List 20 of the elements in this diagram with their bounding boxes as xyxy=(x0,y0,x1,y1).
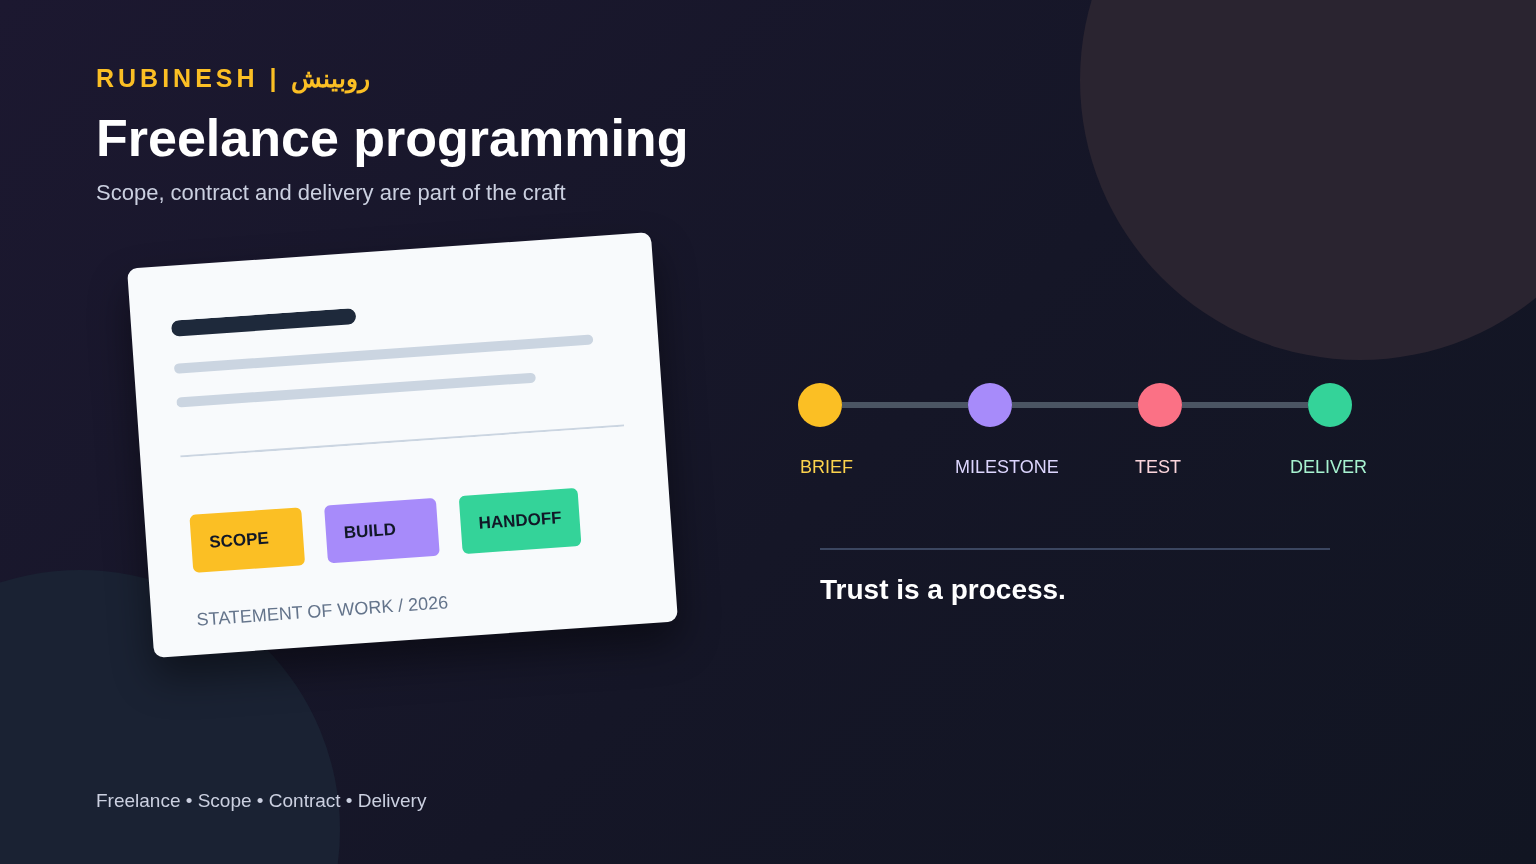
stage-label: DELIVER xyxy=(1290,457,1368,478)
stage-label: MILESTONE xyxy=(955,457,1059,478)
milestone-dot xyxy=(1308,383,1352,427)
author-name: RUBINESH | روبينش xyxy=(96,64,371,93)
phase-tag: SCOPE xyxy=(189,507,306,573)
timeline-connector xyxy=(1012,402,1138,408)
stage-label: TEST xyxy=(1135,457,1181,478)
footer-keywords: Freelance • Scope • Contract • Delivery xyxy=(96,790,427,812)
phase-tag: HANDOFF xyxy=(458,487,582,555)
phase-tag: BUILD xyxy=(324,497,440,564)
milestone-dot xyxy=(1138,383,1182,427)
milestone-dot xyxy=(968,383,1012,427)
tagline: Trust is a process. xyxy=(820,574,1066,606)
title: Freelance programming xyxy=(96,108,689,168)
subtitle: Scope, contract and delivery are part of the craft xyxy=(96,180,566,206)
card-footer-text: STATEMENT OF WORK / 2026 xyxy=(196,592,449,631)
milestone-dot xyxy=(798,383,842,427)
stage-label: BRIEF xyxy=(800,457,853,478)
timeline-connector xyxy=(1182,402,1308,408)
timeline-connector xyxy=(842,402,968,408)
